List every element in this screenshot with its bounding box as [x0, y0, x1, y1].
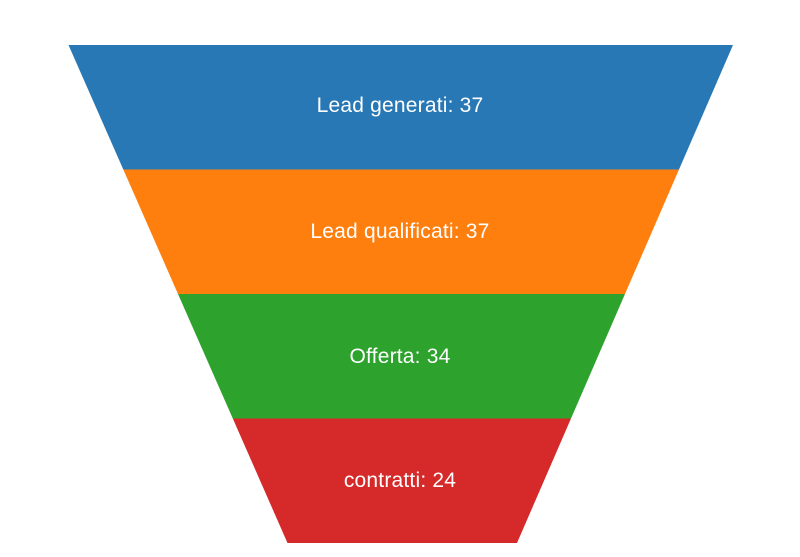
funnel-segment-offerta[interactable]	[178, 294, 625, 419]
funnel-segment-label-offerta: Offerta: 34	[349, 345, 450, 368]
funnel-segment-lead-qualificati[interactable]	[123, 169, 680, 295]
funnel-segment-label-lead-generati: Lead generati: 37	[317, 94, 484, 117]
funnel-segment-label-contratti: contratti: 24	[344, 469, 456, 492]
funnel-segment-label-lead-qualificati: Lead qualificati: 37	[310, 220, 489, 243]
funnel-segment-lead-generati[interactable]	[68, 45, 734, 170]
funnel-segment-contratti[interactable]	[232, 418, 572, 544]
